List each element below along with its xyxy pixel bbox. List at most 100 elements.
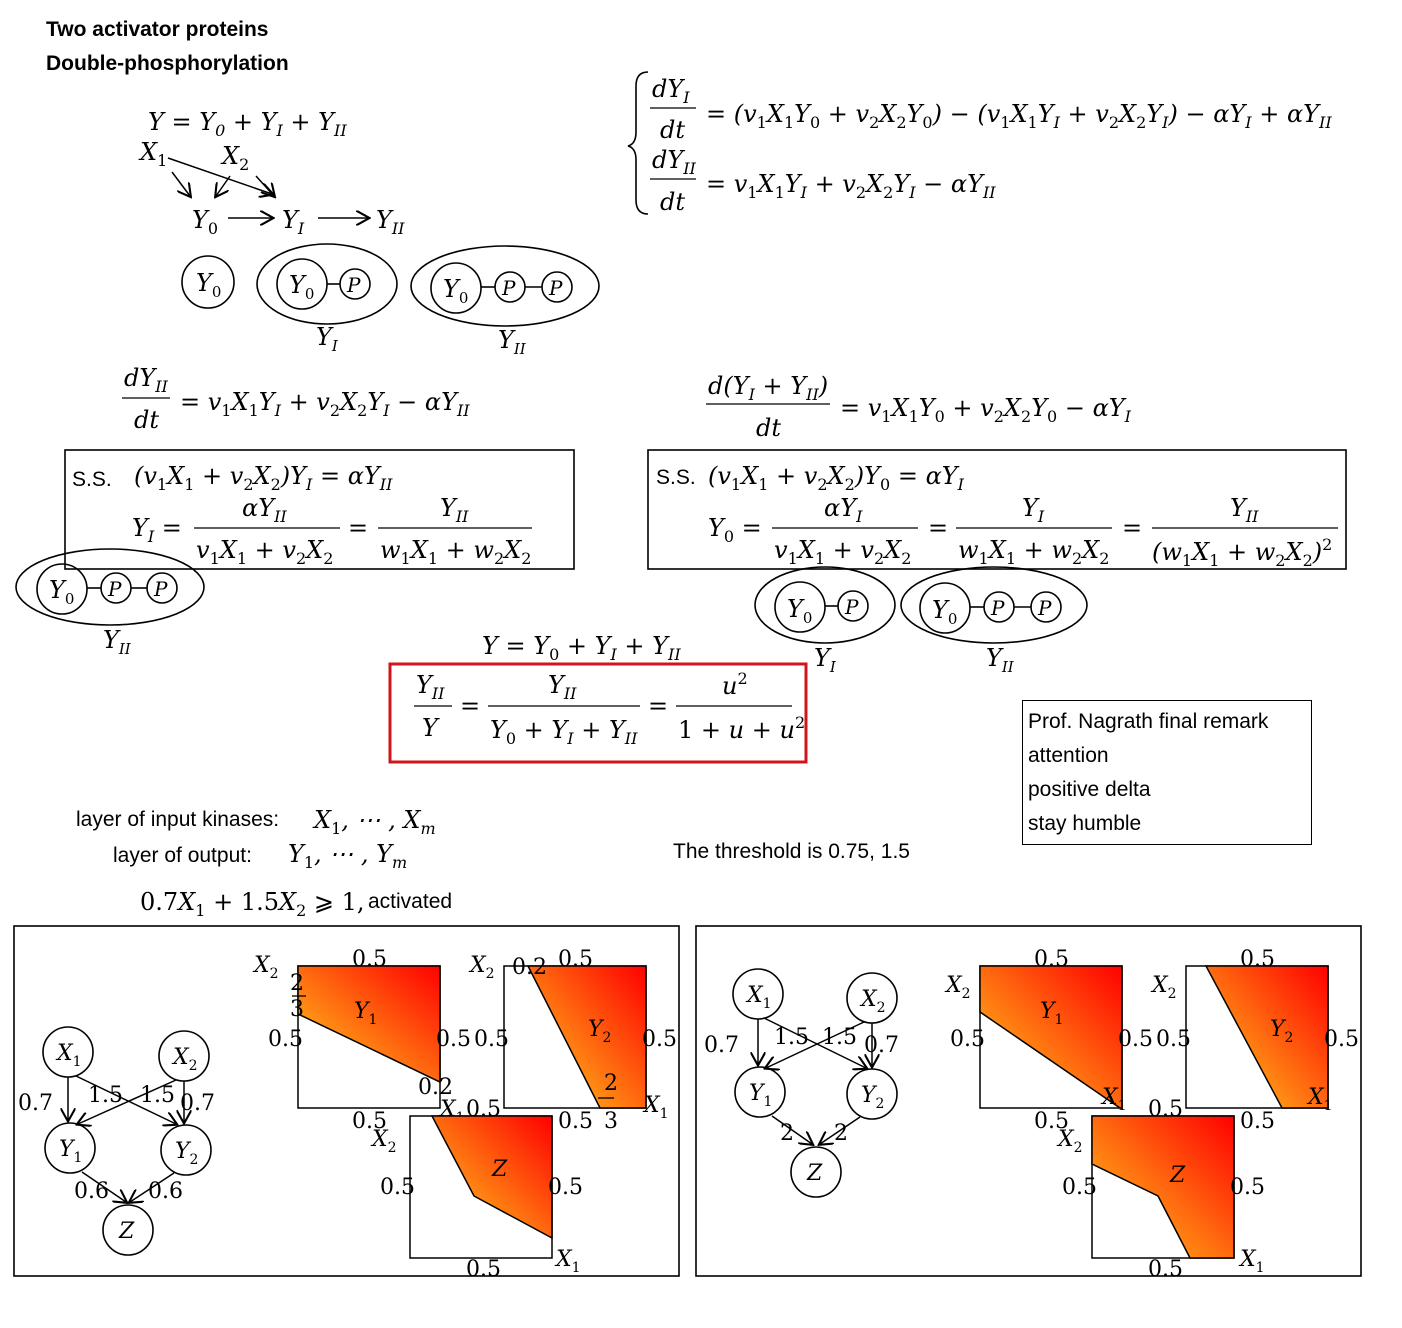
svg-text:X2: X2 xyxy=(1150,973,1177,1002)
reaction-diagram: Y = Y0 + YI + YII X1 X2 Y0 YI YII Y0 Y0 … xyxy=(138,108,600,358)
tick-label: 0.5 xyxy=(1148,1097,1183,1122)
svg-text:= v1X1YI + v2X2YI − αYII: = v1X1YI + v2X2YI − αYII xyxy=(180,388,470,420)
svg-text:Y2: Y2 xyxy=(175,1139,198,1168)
svg-text:X2: X2 xyxy=(859,987,886,1016)
weight-label: 2 xyxy=(780,1121,794,1146)
svg-text:Y0 + YI + YII: Y0 + YI + YII xyxy=(490,716,638,748)
svg-text:dt: dt xyxy=(134,406,159,434)
tick-label: 0.5 xyxy=(1062,1175,1097,1200)
x2-label: X2 xyxy=(220,142,249,174)
right-derivation: d(YI + YII) dt = v1X1Y0 + v2X2Y0 − αYI S… xyxy=(647,372,1347,676)
species-y0-text: Y0 xyxy=(196,269,221,301)
svg-text:P: P xyxy=(844,595,859,619)
net2-plot-z: Z 0.5 0.5 0.5 0.5 X2 X1 xyxy=(1056,1097,1265,1282)
tick-label: 0.5 xyxy=(558,947,593,972)
svg-text:X2: X2 xyxy=(252,953,279,982)
tick-label: 0.5 xyxy=(352,947,387,972)
activation-text: activated xyxy=(368,890,453,913)
svg-text:dt: dt xyxy=(756,414,781,442)
species-yii xyxy=(410,245,600,327)
output-layer-text: layer of output: xyxy=(113,844,252,867)
svg-text:dt: dt xyxy=(660,116,685,144)
svg-text:YII: YII xyxy=(103,626,132,658)
svg-text:=: = xyxy=(460,692,480,720)
tick-label: 0.5 xyxy=(1230,1175,1265,1200)
tick-label: 0.5 xyxy=(642,1027,677,1052)
remark-line: attention xyxy=(1028,744,1109,767)
svg-text:S.S.: S.S. xyxy=(656,466,696,489)
tick-label: 2 xyxy=(290,971,304,996)
svg-text:P: P xyxy=(107,577,122,601)
svg-text:P: P xyxy=(501,276,516,300)
x1-label: X1 xyxy=(138,138,167,170)
tick-label: 0.5 xyxy=(466,1097,501,1122)
svg-text:X1: X1 xyxy=(1306,1085,1333,1114)
y0-label: Y0 xyxy=(192,206,218,238)
left-species-yii xyxy=(15,548,205,626)
svg-text:dYII: dYII xyxy=(652,146,697,178)
tick-label: 0.2 xyxy=(418,1075,453,1100)
tick-label: 0.5 xyxy=(1148,1257,1183,1282)
svg-text:YII: YII xyxy=(440,494,469,526)
svg-text:YII: YII xyxy=(986,644,1015,676)
weight-label: 0.7 xyxy=(18,1091,53,1116)
svg-text:αYI: αYI xyxy=(824,494,863,526)
svg-text:αYII: αYII xyxy=(242,494,287,526)
net1-plot-y2: Y2 0.5 0.5 0.5 0.5 0.2 2 3 X2 X1 xyxy=(468,947,677,1134)
tick-label: 0.5 xyxy=(268,1027,303,1052)
left-derivation: dYII dt = v1X1YI + v2X2YI − αYII S.S. (v… xyxy=(15,364,575,658)
svg-text:YII: YII xyxy=(1230,494,1259,526)
tick-label: 0.5 xyxy=(1240,947,1275,972)
svg-text:Y0: Y0 xyxy=(787,595,812,627)
svg-text:S.S.: S.S. xyxy=(72,468,112,491)
svg-text:(v1X1 + v2X2)YI = αYII: (v1X1 + v2X2)YI = αYII xyxy=(134,462,393,494)
remark-line: Prof. Nagrath final remark xyxy=(1028,710,1269,733)
svg-text:Y0: Y0 xyxy=(49,576,74,608)
svg-text:Y1: Y1 xyxy=(749,1081,772,1110)
svg-text:YII: YII xyxy=(416,671,445,703)
svg-text:=: = xyxy=(348,514,368,542)
net2-plot-y2: Y2 0.5 0.5 0.5 0.5 X2 X1 xyxy=(1150,947,1359,1134)
net1-plot-y1: Y1 0.5 0.5 0.5 0.5 2 3 0.2 X2 X1 xyxy=(252,947,471,1134)
svg-text:=: = xyxy=(1122,514,1142,542)
svg-text:P: P xyxy=(548,276,563,300)
weight-label: 1.5 xyxy=(140,1083,175,1108)
network-1-graph: X1 X2 Y1 Y2 Z 0.7 1.5 1.5 0.7 0.6 0.6 xyxy=(18,1026,215,1256)
svg-text:v1X1 + v2X2: v1X1 + v2X2 xyxy=(196,536,333,568)
threshold-text: The threshold is 0.75, 1.5 xyxy=(673,840,910,863)
tick-label: 0.2 xyxy=(512,955,547,980)
tick-label: 0.5 xyxy=(1034,947,1069,972)
svg-text:v1X1 + v2X2: v1X1 + v2X2 xyxy=(774,536,911,568)
tick-label: 0.5 xyxy=(1156,1027,1191,1052)
svg-text:Y0: Y0 xyxy=(932,596,957,628)
weight-label: 0.7 xyxy=(864,1033,899,1058)
svg-text:X2: X2 xyxy=(171,1045,198,1074)
svg-text:= v1X1Y0 + v2X2Y0 − αYI: = v1X1Y0 + v2X2Y0 − αYI xyxy=(840,394,1132,426)
svg-text:P: P xyxy=(990,596,1005,620)
svg-text:X1: X1 xyxy=(55,1041,82,1070)
tick-label: 0.5 xyxy=(352,1109,387,1134)
remark-line: stay humble xyxy=(1028,812,1142,835)
svg-text:X1: X1 xyxy=(745,983,772,1012)
weight-label: 2 xyxy=(834,1121,848,1146)
svg-text:Z: Z xyxy=(118,1219,135,1244)
tick-label: 3 xyxy=(290,997,304,1022)
svg-text:P: P xyxy=(346,273,361,297)
svg-text:Y0: Y0 xyxy=(443,275,468,307)
svg-text:(w1X1 + w2X2)2: (w1X1 + w2X2)2 xyxy=(1152,535,1332,570)
ode-eq1-rhs: = (v1X1Y0 + v2X2Y0) − (v1X1YI + v2X2YI) … xyxy=(706,100,1332,132)
svg-text:Y = Y0 + YI + YII: Y = Y0 + YI + YII xyxy=(482,632,681,664)
svg-text:X1: X1 xyxy=(554,1247,581,1276)
svg-text:dYII: dYII xyxy=(124,364,169,396)
network-panel-1 xyxy=(13,925,680,1277)
svg-text:d(YI + YII): d(YI + YII) xyxy=(708,372,828,404)
tick-label: 0.5 xyxy=(950,1027,985,1052)
input-layer-text: layer of input kinases: xyxy=(76,808,280,831)
svg-text:=: = xyxy=(928,514,948,542)
yii-label: YII xyxy=(376,206,405,238)
svg-text:u2: u2 xyxy=(722,669,748,700)
svg-text:w1X1 + w2X2: w1X1 + w2X2 xyxy=(380,536,531,568)
svg-text:Y1: Y1 xyxy=(59,1137,82,1166)
activation-math: 0.7X1 + 1.5X2 ⩾ 1, xyxy=(140,888,365,920)
